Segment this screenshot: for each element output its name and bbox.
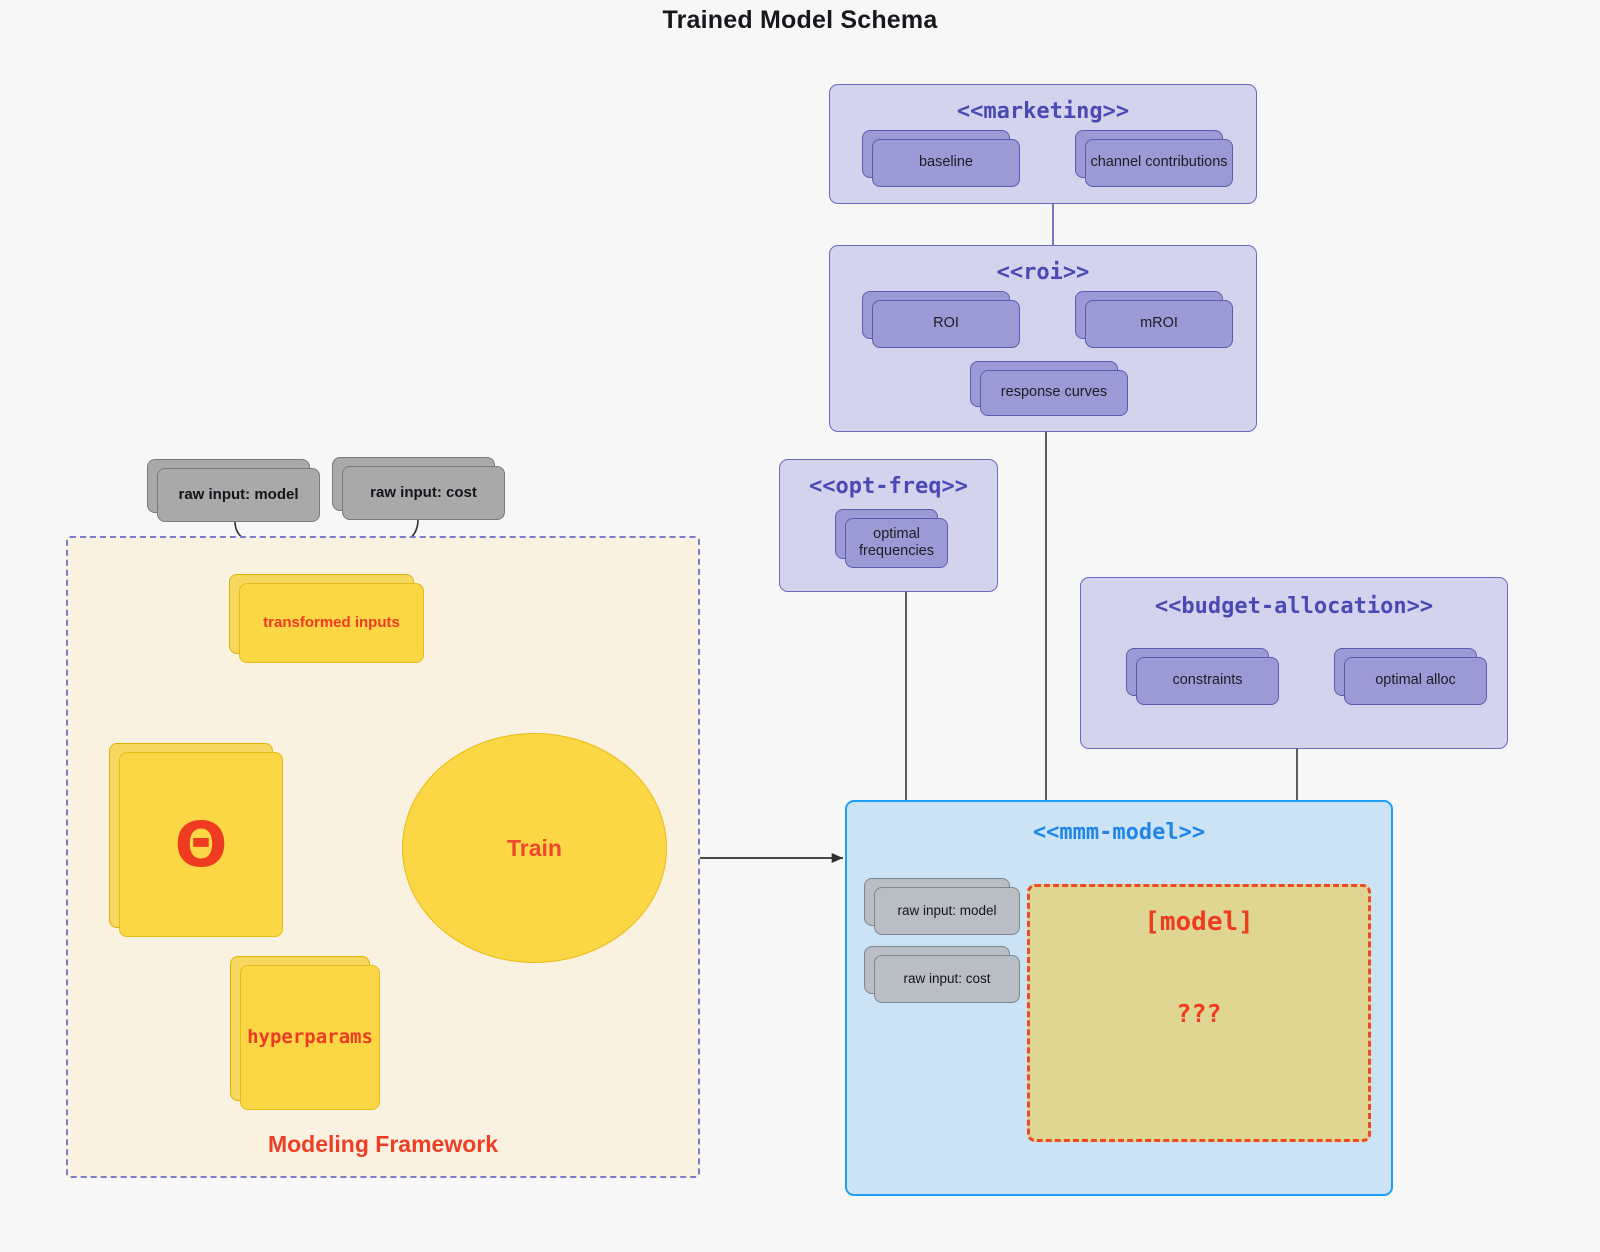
package-mmm-model-title: <<mmm-model>> (1032, 820, 1206, 845)
node-hyperparams-label: hyperparams (240, 965, 380, 1110)
node-constraints[interactable]: constraints (1126, 648, 1279, 705)
node-mroi[interactable]: mROI (1075, 291, 1233, 348)
node-constraints-label: constraints (1136, 657, 1279, 705)
package-budget-allocation-title: <<budget-allocation>> (1154, 594, 1434, 619)
node-train[interactable]: Train (402, 733, 667, 963)
package-roi[interactable]: <<roi>> ROI mROI response curves (829, 245, 1257, 432)
node-mmm-raw-input-cost[interactable]: raw input: cost (864, 946, 1020, 1003)
package-mmm-model[interactable]: <<mmm-model>> raw input: model raw input… (845, 800, 1393, 1196)
node-roi[interactable]: ROI (862, 291, 1020, 348)
node-raw-input-model-label: raw input: model (157, 468, 320, 522)
node-transformed-inputs[interactable]: transformed inputs (229, 574, 424, 663)
modeling-framework-label: Modeling Framework (267, 1131, 499, 1157)
node-response-curves-label: response curves (980, 370, 1128, 416)
node-theta-face: Θ (119, 752, 283, 937)
model-unknown-label: ??? (1176, 999, 1222, 1028)
node-raw-input-model[interactable]: raw input: model (147, 459, 320, 522)
package-opt-freq[interactable]: <<opt-freq>> optimal frequencies (779, 459, 998, 592)
node-optimal-alloc[interactable]: optimal alloc (1334, 648, 1487, 705)
node-baseline[interactable]: baseline (862, 130, 1020, 187)
node-optimal-alloc-label: optimal alloc (1344, 657, 1487, 705)
node-channel-contributions-label: channel contributions (1085, 139, 1233, 187)
node-optimal-frequencies-line1: optimal (873, 525, 920, 542)
node-raw-input-cost-label: raw input: cost (342, 466, 505, 520)
node-mmm-raw-input-model[interactable]: raw input: model (864, 878, 1020, 935)
package-opt-freq-title: <<opt-freq>> (809, 474, 968, 499)
node-theta[interactable]: Θ (109, 743, 283, 937)
page-title: Trained Model Schema (662, 6, 938, 34)
package-budget-allocation[interactable]: <<budget-allocation>> constraints optima… (1080, 577, 1508, 749)
model-placeholder-block[interactable]: [model] ??? (1027, 884, 1371, 1142)
package-marketing-title: <<marketing>> (956, 99, 1130, 124)
node-baseline-label: baseline (872, 139, 1020, 187)
node-mroi-label: mROI (1085, 300, 1233, 348)
package-roi-title: <<roi>> (996, 260, 1090, 285)
node-train-label: Train (507, 834, 562, 861)
model-placeholder-label: [model] (1144, 907, 1254, 937)
node-roi-label: ROI (872, 300, 1020, 348)
node-hyperparams[interactable]: hyperparams (230, 956, 380, 1110)
node-raw-input-cost[interactable]: raw input: cost (332, 457, 505, 520)
package-marketing[interactable]: <<marketing>> baseline channel contribut… (829, 84, 1257, 204)
node-optimal-frequencies-line2: frequencies (859, 543, 934, 559)
node-optimal-frequencies-label: optimal frequencies (845, 518, 948, 568)
node-response-curves[interactable]: response curves (970, 361, 1128, 416)
node-mmm-raw-input-model-label: raw input: model (874, 887, 1020, 935)
node-transformed-inputs-label: transformed inputs (239, 583, 424, 663)
node-optimal-frequencies[interactable]: optimal frequencies (835, 509, 948, 568)
theta-glyph: Θ (174, 807, 228, 881)
node-channel-contributions[interactable]: channel contributions (1075, 130, 1233, 187)
node-mmm-raw-input-cost-label: raw input: cost (874, 955, 1020, 1003)
